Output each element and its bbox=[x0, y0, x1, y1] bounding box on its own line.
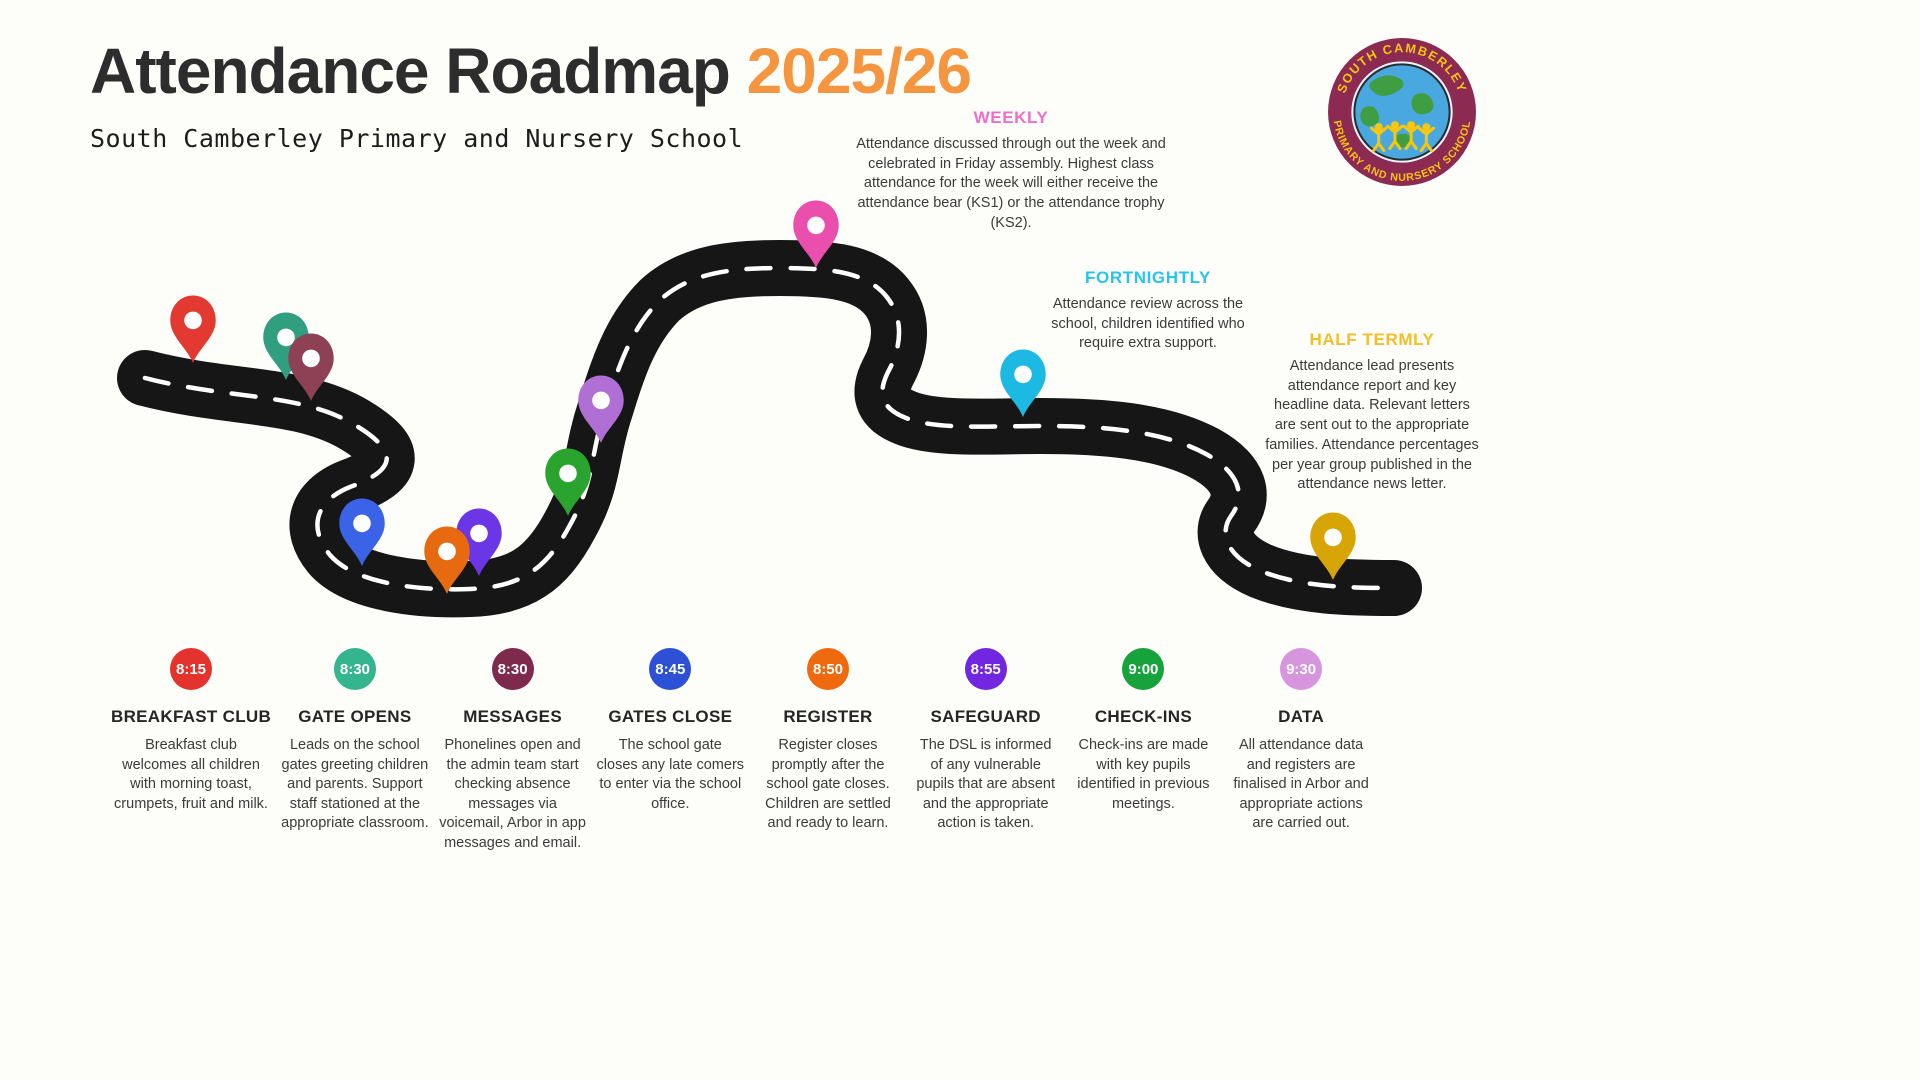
timeline-item-register: 8:50 REGISTER Register closes promptly a… bbox=[749, 648, 907, 853]
map-pin-fortnightly bbox=[1000, 349, 1046, 417]
map-pin-messages bbox=[288, 333, 334, 401]
time-badge: 8:15 bbox=[170, 648, 213, 690]
logo-globe-continents bbox=[1360, 75, 1434, 148]
callout-half-termly-title: HALF TERMLY bbox=[1309, 330, 1435, 349]
time-badge: 9:30 bbox=[1280, 648, 1323, 690]
map-pin-safeguard bbox=[456, 508, 502, 576]
timeline-item-messages: 8:30 MESSAGES Phonelines open and the ad… bbox=[434, 648, 592, 853]
logo-children-figures bbox=[1370, 121, 1435, 153]
timeline-item-check-ins: 9:00 CHECK-INS Check-ins are made with k… bbox=[1065, 648, 1223, 853]
map-pin-weekly bbox=[793, 200, 839, 268]
timeline-item-title: MESSAGES bbox=[463, 707, 562, 726]
page-title: Attendance Roadmap 2025/26 bbox=[90, 34, 972, 108]
time-badge: 8:30 bbox=[333, 648, 376, 690]
timeline-item-text: Check-ins are made with key pupils ident… bbox=[1077, 737, 1210, 812]
page-title-text: Attendance Roadmap bbox=[90, 35, 731, 107]
map-pins-layer bbox=[170, 200, 1356, 594]
timeline-item-text: The school gate closes any late comers t… bbox=[596, 737, 745, 812]
timeline-item-text: All attendance data and registers are fi… bbox=[1233, 737, 1369, 832]
timeline-item-title: SAFEGUARD bbox=[930, 707, 1041, 726]
map-pin-check-ins bbox=[545, 448, 591, 516]
timeline-item-title: CHECK-INS bbox=[1094, 707, 1192, 726]
timeline-item-text: Breakfast club welcomes all children wit… bbox=[114, 737, 268, 812]
timeline-item-text: Register closes promptly after the schoo… bbox=[765, 737, 891, 832]
time-badge: 8:45 bbox=[649, 648, 692, 690]
callout-fortnightly-text: Attendance review across the school, chi… bbox=[1051, 296, 1245, 352]
page-title-year: 2025/26 bbox=[746, 35, 972, 107]
timeline-item-title: REGISTER bbox=[783, 707, 873, 726]
timeline-item-title: GATES CLOSE bbox=[608, 707, 733, 726]
callout-weekly-text: Attendance discussed through out the wee… bbox=[856, 136, 1166, 231]
time-badge: 8:50 bbox=[806, 648, 849, 690]
header: Attendance Roadmap 2025/26 South Camberl… bbox=[90, 34, 972, 153]
timeline-item-title: BREAKFAST CLUB bbox=[111, 707, 272, 726]
callout-half-termly: HALF TERMLY Attendance lead presents att… bbox=[1263, 330, 1481, 495]
callout-fortnightly-title: FORTNIGHTLY bbox=[1085, 268, 1211, 287]
map-pin-data bbox=[578, 375, 624, 443]
callout-weekly: WEEKLY Attendance discussed through out … bbox=[845, 108, 1177, 234]
map-pin-breakfast-club bbox=[170, 295, 216, 363]
timeline-row: 8:15 BREAKFAST CLUB Breakfast club welco… bbox=[106, 648, 1380, 853]
map-pin-register bbox=[424, 526, 470, 594]
school-logo: SOUTH CAMBERLEY PRIMARY AND NURSERY SCHO… bbox=[1326, 36, 1478, 188]
timeline-item-text: The DSL is informed of any vulnerable pu… bbox=[916, 737, 1056, 832]
school-logo-graphic: SOUTH CAMBERLEY PRIMARY AND NURSERY SCHO… bbox=[1328, 38, 1476, 186]
timeline-item-data: 9:30 DATA All attendance data and regist… bbox=[1222, 648, 1380, 853]
timeline-item-text: Leads on the school gates greeting child… bbox=[281, 737, 429, 832]
timeline-item-text: Phonelines open and the admin team start… bbox=[439, 737, 586, 851]
timeline-item-safeguard: 8:55 SAFEGUARD The DSL is informed of an… bbox=[907, 648, 1065, 853]
timeline-item-title: DATA bbox=[1278, 707, 1325, 726]
map-pin-half-termly bbox=[1310, 512, 1356, 580]
timeline-item-gates-close: 8:45 GATES CLOSE The school gate closes … bbox=[591, 648, 749, 853]
callout-fortnightly: FORTNIGHTLY Attendance review across the… bbox=[1050, 268, 1246, 354]
map-pin-gates-close bbox=[339, 498, 385, 566]
callout-weekly-title: WEEKLY bbox=[973, 108, 1049, 127]
time-badge: 9:00 bbox=[1122, 648, 1165, 690]
school-name-subtitle: South Camberley Primary and Nursery Scho… bbox=[90, 124, 744, 153]
time-badge: 8:30 bbox=[491, 648, 534, 690]
timeline-item-breakfast-club: 8:15 BREAKFAST CLUB Breakfast club welco… bbox=[106, 648, 276, 853]
time-badge: 8:55 bbox=[964, 648, 1007, 690]
road-centerline bbox=[142, 265, 1397, 592]
callout-half-termly-text: Attendance lead presents attendance repo… bbox=[1265, 358, 1479, 493]
timeline-item-gate-opens: 8:30 GATE OPENS Leads on the school gate… bbox=[276, 648, 434, 853]
map-pin-gate-opens bbox=[263, 312, 309, 380]
timeline-item-title: GATE OPENS bbox=[298, 707, 412, 726]
